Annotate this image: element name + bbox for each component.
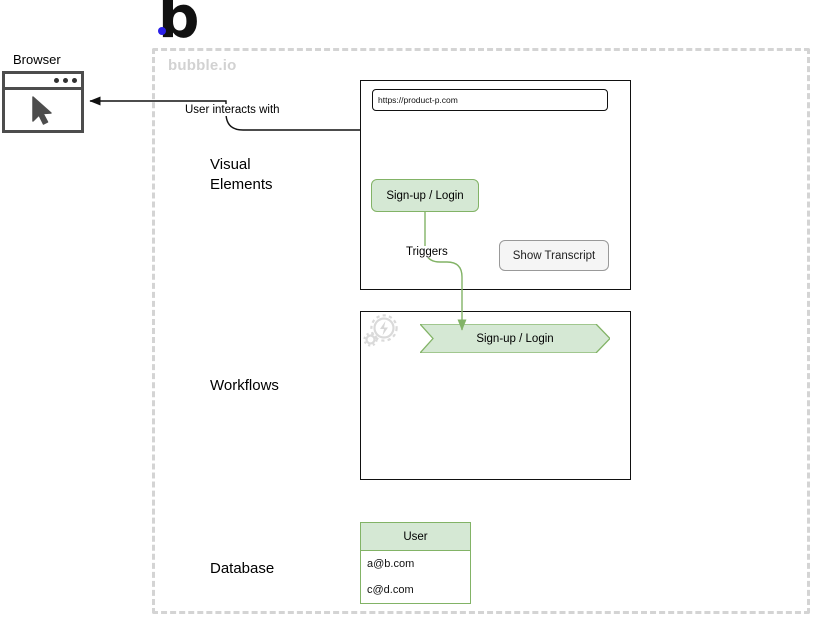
section-label-visual-elements: Visual Elements [210,156,273,193]
workflow-action-shape [420,324,610,353]
cursor-arrow-icon [32,96,52,125]
database-table: User a@b.com c@d.com [360,522,471,604]
gear-bolt-icon [363,314,398,347]
edge-label-triggers: Triggers [404,246,450,258]
table-row: a@b.com [367,558,415,570]
signup-login-element[interactable]: Sign-up / Login [371,179,479,212]
logo-dot-icon [158,27,166,35]
browser-dots-icon [54,78,77,83]
section-label-database: Database [210,560,275,577]
section-label-workflows: Workflows [210,377,279,394]
bubble-logo: b [152,0,212,52]
show-transcript-button[interactable]: Show Transcript [499,240,609,271]
edge-label-user-interacts: User interacts with [183,104,282,116]
browser-window-icon [2,71,84,133]
browser-titlebar [5,74,81,90]
table-column-header-user: User [361,523,470,551]
platform-boundary [152,48,810,614]
platform-label: bubble.io [168,57,237,74]
workflow-action-label: Sign-up / Login [476,332,554,345]
table-row: c@d.com [367,584,414,596]
url-input[interactable]: https://product-p.com [372,89,608,111]
logo-letter: b [158,0,200,51]
browser-label: Browser [13,52,61,67]
